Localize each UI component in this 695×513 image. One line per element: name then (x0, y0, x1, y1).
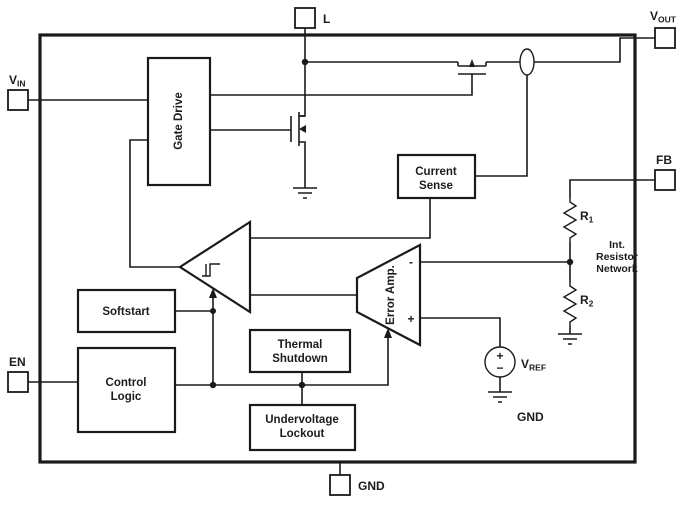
block-current-sense: Current Sense (396, 153, 477, 200)
current-sense-probe-icon (519, 48, 535, 76)
pwm-comparator (177, 219, 252, 315)
int-network-line3: Network (596, 263, 638, 275)
control-logic-label-1: Control (106, 377, 147, 389)
error-amplifier: Error Amp. - + (355, 243, 422, 347)
ground-symbol-switch (293, 187, 317, 199)
pin-vin: VIN (7, 73, 29, 111)
junction-dot (301, 58, 309, 66)
pin-fb-label: FB (656, 153, 672, 167)
hysteresis-icon (202, 263, 220, 277)
pin-en-label: EN (9, 355, 26, 369)
thermal-shutdown-label-1: Thermal (278, 339, 323, 351)
pin-l: L (294, 7, 330, 29)
vref-plus-sign: + (496, 349, 503, 363)
pin-en: EN (7, 355, 29, 393)
block-thermal-shutdown: Thermal Shutdown (248, 328, 352, 374)
error-amp-minus-sign: - (409, 255, 413, 269)
pin-fb: FB (654, 153, 676, 191)
r1-label: R1 (580, 209, 594, 225)
arrow-into-error-amp (384, 328, 392, 338)
int-resistor-network-label: Int. Resistor Network (596, 239, 638, 275)
current-sense-label-1: Current (415, 166, 457, 178)
error-amp-label: Error Amp. (385, 265, 397, 325)
low-side-mosfet-icon (290, 112, 306, 146)
uvlo-label-1: Undervoltage (265, 414, 339, 426)
vref-source: + − VREF (484, 346, 546, 378)
block-softstart: Softstart (76, 288, 177, 334)
softstart-label: Softstart (102, 306, 149, 318)
vref-minus-sign: − (496, 361, 503, 375)
pin-vin-label: VIN (9, 73, 26, 89)
block-control-logic: Control Logic (76, 346, 177, 434)
pin-l-label: L (323, 12, 330, 26)
internal-gnd-label: GND (517, 410, 544, 424)
ic-boundary (38, 33, 637, 464)
junction-dot (566, 258, 574, 266)
resistor-r1: R1 (562, 198, 594, 242)
pin-gnd: GND (329, 474, 385, 496)
vref-label: VREF (521, 357, 546, 373)
error-amp-plus-sign: + (407, 312, 414, 326)
ground-symbol-divider (558, 333, 582, 345)
pin-gnd-label: GND (358, 479, 385, 493)
wires (28, 28, 655, 475)
thermal-shutdown-label-2: Shutdown (272, 353, 328, 365)
block-undervoltage-lockout: Undervoltage Lockout (248, 403, 357, 452)
int-network-line2: Resistor (596, 251, 638, 263)
high-side-mosfet-icon (457, 59, 487, 75)
int-network-line1: Int. (609, 239, 625, 251)
r2-label: R2 (580, 293, 594, 309)
pin-vout-label: VOUT (650, 9, 677, 25)
control-logic-label-2: Logic (111, 391, 142, 403)
pin-vout: VOUT (650, 9, 677, 49)
block-gate-drive: Gate Drive (146, 56, 212, 187)
resistor-r2: R2 (562, 282, 594, 326)
arrow-into-comparator (209, 288, 217, 298)
junction-dot (210, 308, 216, 314)
uvlo-label-2: Lockout (280, 428, 325, 440)
gate-drive-label: Gate Drive (173, 92, 185, 150)
junction-dot (298, 381, 306, 389)
ground-symbol-vref (488, 391, 512, 403)
current-sense-label-2: Sense (419, 180, 453, 192)
junction-dot (209, 381, 217, 389)
